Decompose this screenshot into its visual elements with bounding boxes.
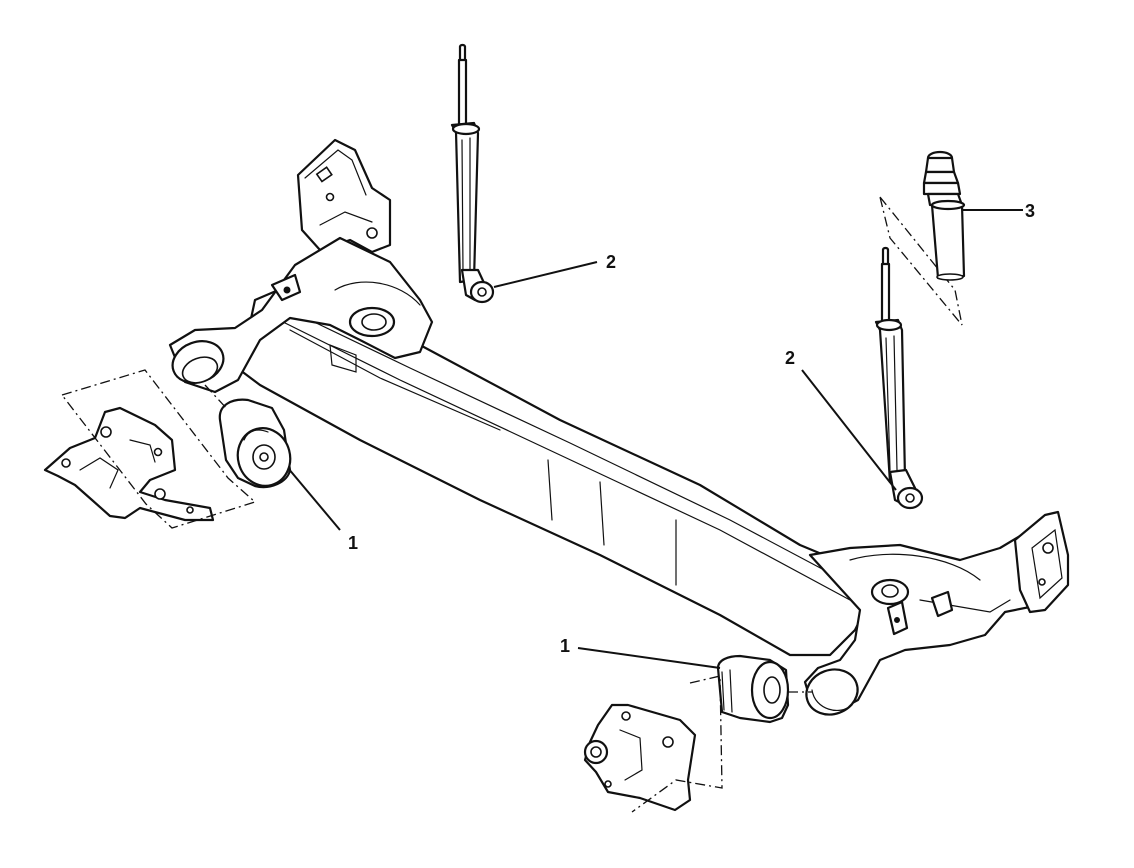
right-bushing	[716, 654, 790, 724]
right-alignment-guide	[631, 675, 723, 813]
leader-line-1-right	[577, 647, 721, 669]
right-shock-absorber	[874, 246, 924, 510]
right-mount-bracket	[583, 703, 697, 812]
torsion-beam-axle	[168, 236, 1070, 716]
callout-1-right: 1	[560, 636, 570, 656]
leader-line-1-left	[287, 467, 341, 531]
leader-line-2-right	[801, 369, 897, 491]
left-bushing	[218, 398, 292, 489]
left-alignment-guide-center	[204, 384, 229, 411]
callout-1-left: 1	[348, 533, 358, 553]
leader-line-2-left	[493, 261, 598, 288]
bump-stop	[879, 150, 966, 326]
left-alignment-guide	[60, 369, 257, 529]
left-upper-mount-plate	[296, 138, 392, 254]
callout-2-right: 2	[785, 348, 795, 368]
left-shock-absorber	[450, 43, 495, 304]
left-mount-bracket	[43, 406, 215, 522]
callout-2-left: 2	[606, 252, 616, 272]
callout-3: 3	[1025, 201, 1035, 221]
